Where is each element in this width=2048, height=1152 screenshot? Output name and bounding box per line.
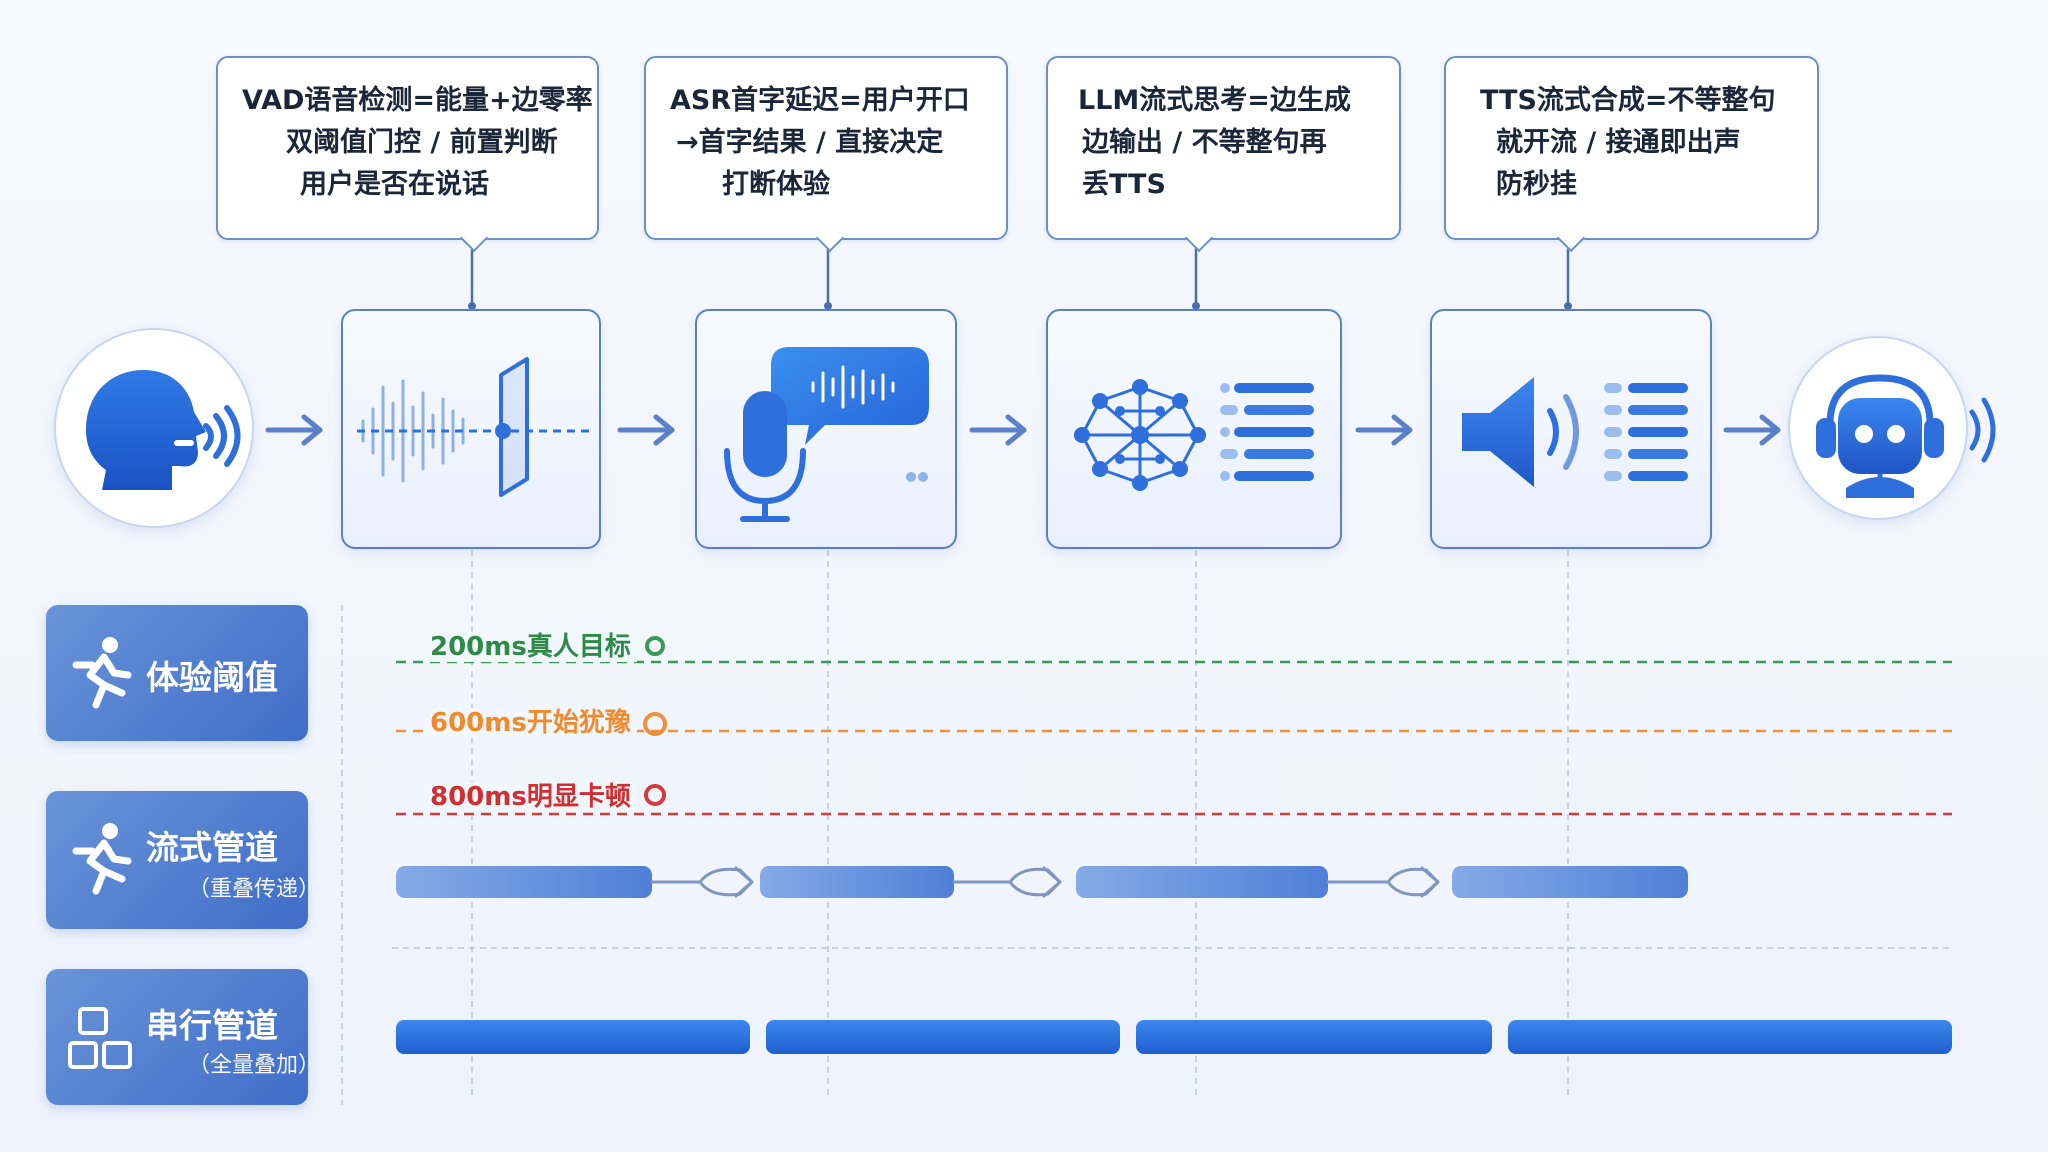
flow-arrow-icon <box>617 414 675 446</box>
asr-callout: ASR首字延迟=用户开口 →首字结果 / 直接决定 打断体验 <box>644 56 1008 253</box>
threshold-label-200ms: 200ms真人目标 <box>424 632 637 662</box>
microphone-speech-bubble-icon <box>724 347 929 522</box>
serial-bar-llm <box>1136 1020 1492 1054</box>
callout-line: VAD语音检测=能量+边零率 <box>242 85 593 116</box>
row-subtitle: （全量叠加） <box>188 1053 321 1078</box>
callout-line: 用户是否在说话 <box>300 169 489 200</box>
serial-bar-vad <box>396 1020 750 1054</box>
row-subtitle: （重叠传递） <box>188 877 321 902</box>
robot-headset-icon <box>1816 374 1944 498</box>
flow-arrow-icon <box>265 414 323 446</box>
stream-bar-vad <box>396 866 652 898</box>
threshold-label-600ms: 600ms开始犹豫 <box>424 708 637 738</box>
flow-arrow-icon <box>1355 414 1413 446</box>
llm-callout: LLM流式思考=边生成 边输出 / 不等整句再 丢TTS <box>1046 56 1401 253</box>
callout-line: 边输出 / 不等整句再 <box>1082 127 1327 158</box>
speaking-head-icon <box>86 370 241 490</box>
stream-bar-tts <box>1452 866 1688 898</box>
callout-line: 双阈值门控 / 前置判断 <box>286 127 558 158</box>
callout-line: TTS流式合成=不等整句 <box>1480 85 1776 116</box>
callout-line: →首字结果 / 直接决定 <box>676 127 944 158</box>
callout-line: 丢TTS <box>1082 169 1166 200</box>
callout-line: 就开流 / 接通即出声 <box>1496 127 1741 158</box>
experience-threshold-label: 体验阈值 <box>46 605 308 741</box>
row-title: 串行管道 <box>146 1006 278 1045</box>
running-person-icon <box>72 637 132 709</box>
callout-line: 防秒挂 <box>1496 169 1577 200</box>
user-node <box>54 328 254 528</box>
tts-stage-card <box>1430 309 1712 549</box>
asr-stage-card <box>695 309 957 549</box>
tts-callout: TTS流式合成=不等整句 就开流 / 接通即出声 防秒挂 <box>1444 56 1819 253</box>
grid-blocks-icon <box>68 1007 132 1069</box>
serial-bar-tts <box>1508 1020 1952 1054</box>
callout-line: ASR首字延迟=用户开口 <box>670 85 970 116</box>
robot-sound-waves-icon <box>1969 397 1996 463</box>
running-person-icon <box>72 823 132 895</box>
flow-arrow-icon <box>969 414 1027 446</box>
vad-waveform-gate-icon <box>357 357 593 497</box>
speaker-icon <box>1462 377 1688 487</box>
callout-line: LLM流式思考=边生成 <box>1078 85 1351 116</box>
row-title: 流式管道 <box>146 828 278 867</box>
row-title: 体验阈值 <box>146 658 278 697</box>
flow-arrow-icon <box>1723 414 1781 446</box>
llm-stage-card <box>1046 309 1342 549</box>
serial-bar-asr <box>766 1020 1120 1054</box>
vad-stage-card <box>341 309 601 549</box>
robot-node <box>1788 336 1968 520</box>
stream-bar-asr <box>760 866 954 898</box>
stream-bar-llm <box>1076 866 1328 898</box>
serial-pipeline-label: 串行管道 （全量叠加） <box>46 969 320 1105</box>
threshold-label-800ms: 800ms明显卡顿 <box>424 782 637 812</box>
callout-line: 打断体验 <box>722 169 830 200</box>
streaming-pipeline-label: 流式管道 （重叠传递） <box>46 791 320 929</box>
vad-callout: VAD语音检测=能量+边零率 双阈值门控 / 前置判断 用户是否在说话 <box>216 56 599 253</box>
neural-network-icon <box>1074 379 1314 491</box>
